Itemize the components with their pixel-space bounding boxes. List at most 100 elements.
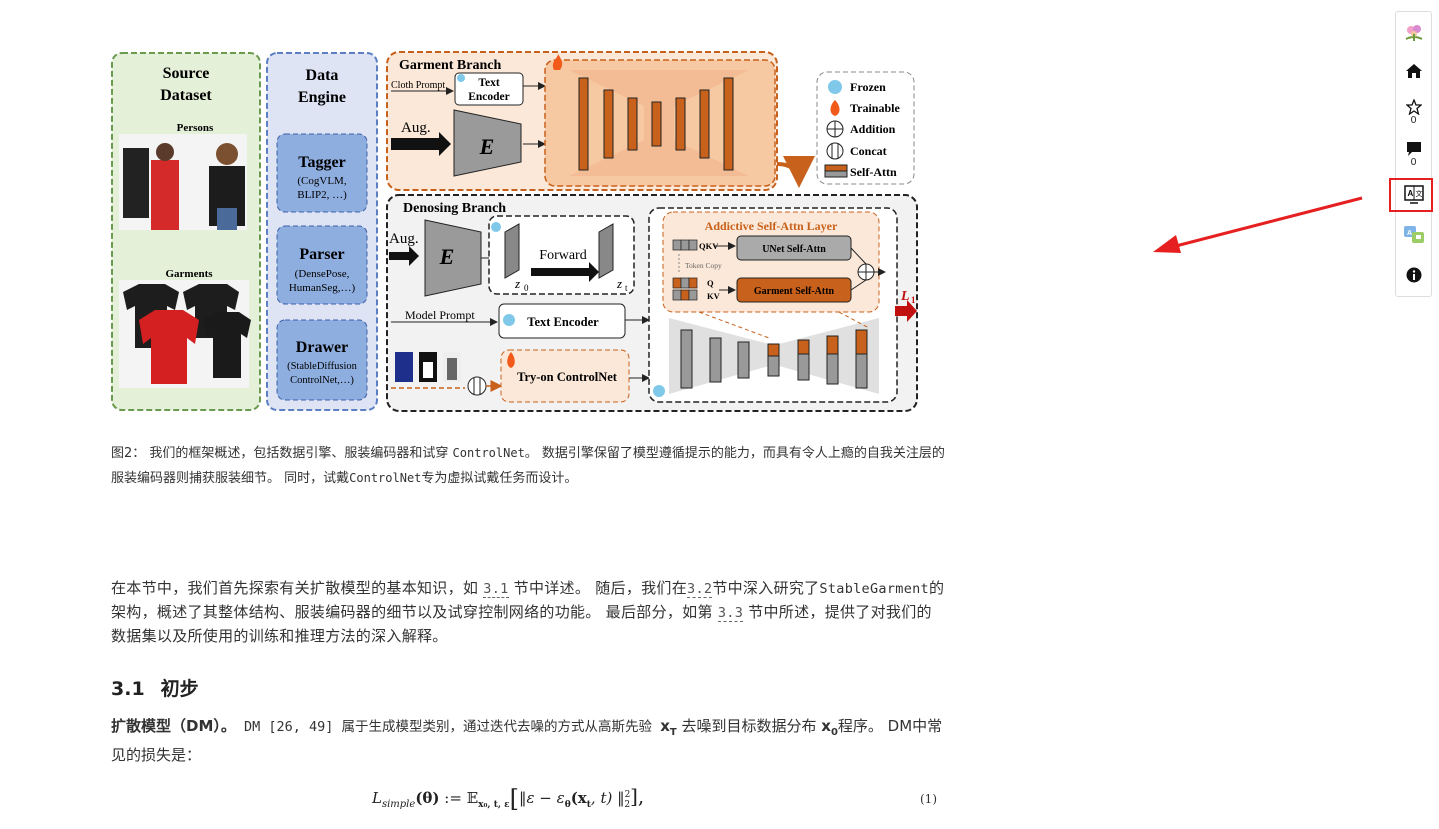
drawer-line2: ControlNet,…) (290, 375, 354, 386)
legend-addition: Addition (850, 122, 896, 136)
z0-sub: 0 (524, 283, 529, 293)
source-title-2: Dataset (160, 87, 212, 104)
eq-expectation: 𝔼 (467, 789, 478, 807)
q-label: Q (707, 278, 714, 288)
logo-button[interactable] (1396, 16, 1431, 50)
intro-text-1: 在本节中，我们首先探索有关扩散模型的基本知识，如 (111, 579, 483, 597)
framework-figure: Source Dataset Persons Garments Data Eng… (109, 48, 921, 416)
legend-trainable: Trainable (850, 101, 900, 115)
intro-paragraph: 在本节中，我们首先探索有关扩散模型的基本知识，如 3.1 节中详述。 随后，我们… (111, 577, 946, 648)
eq-args: (x (571, 789, 587, 807)
loss-label: L (900, 289, 910, 304)
eq-lhs: L (372, 789, 382, 807)
eq-end: ], (630, 784, 644, 808)
garment-branch-title: Garment Branch (399, 58, 501, 73)
cloth-prompt-label: Cloth Prompt (391, 80, 445, 91)
translate-button[interactable]: A (1396, 220, 1431, 250)
garments-label: Garments (165, 268, 213, 280)
eq-args2: , t) ‖ (591, 789, 625, 807)
annotation-arrow (1150, 195, 1365, 255)
ref-section-3-1[interactable]: 3.1 (483, 581, 508, 598)
home-icon (1405, 63, 1423, 79)
ref-section-3-2[interactable]: 3.2 (687, 581, 712, 598)
comment-count: 0 (1410, 157, 1416, 168)
source-title-1: Source (163, 65, 210, 82)
attn-layer-title: Addictive Self-Attn Layer (705, 219, 838, 233)
home-button[interactable] (1396, 56, 1431, 86)
zt-label: z (616, 276, 622, 291)
garment-attn-label: Garment Self-Attn (754, 286, 835, 297)
persons-label: Persons (177, 122, 214, 134)
prelim-text-1: DM [26, 49] 属于生成模型类别，通过迭代去噪的方式从高斯先验 (236, 719, 660, 735)
info-button[interactable] (1396, 260, 1431, 290)
comment-button[interactable]: 0 (1396, 136, 1431, 172)
eq-expectation-sub: x₀, t, ε (478, 800, 509, 810)
caption-code-1: ControlNet (453, 446, 525, 460)
prelim-text-2: 去噪到目标数据分布 (677, 717, 822, 735)
tagger-name: Tagger (298, 154, 345, 171)
eq-lhs-sub: simple (382, 799, 415, 810)
legend-concat: Concat (850, 144, 887, 158)
intro-code: StableGarment (819, 581, 929, 597)
translate-icon: A (1403, 225, 1425, 245)
math-xT-sub: T (670, 727, 677, 738)
flower-logo-icon (1403, 21, 1425, 45)
parser-line2: HumanSeg,…) (289, 282, 356, 294)
drawer-line1: (StableDiffusion (287, 361, 358, 372)
garment-encoder-label: E (479, 134, 495, 159)
figure-caption: 图2： 我们的框架概述，包括数据引擎、服装编码器和试穿 ControlNet。 … (111, 441, 946, 491)
loss-sub: 1 (911, 295, 916, 305)
intro-text-2: 节中详述。 随后，我们在 (509, 579, 687, 597)
drawer-name: Drawer (296, 339, 348, 356)
math-xT: x (660, 717, 670, 735)
math-x0: x (821, 717, 831, 735)
kv-label: KV (707, 291, 721, 301)
model-prompt-label: Model Prompt (405, 308, 475, 322)
persons-photos (119, 134, 247, 230)
pose-thumbnails (395, 352, 461, 382)
token-copy-label: Token Copy (685, 261, 722, 270)
intro-text-3: 节中深入研究了 (712, 579, 819, 597)
math-x0-sub: 0 (831, 727, 838, 738)
equation-1: Lsimple(θ) := 𝔼x₀, t, ε[‖ε − εθ(xt, t) ‖… (372, 784, 644, 813)
denoise-text-encoder: Text Encoder (527, 315, 599, 329)
ref-section-3-3[interactable]: 3.3 (718, 605, 743, 622)
comment-icon (1406, 141, 1422, 157)
garment-text-enc-1: Text (478, 77, 499, 89)
garment-aug-label: Aug. (401, 120, 431, 136)
legend-frozen: Frozen (850, 80, 886, 94)
star-button[interactable]: 0 (1396, 94, 1431, 130)
forward-label: Forward (539, 248, 586, 263)
info-icon (1406, 267, 1422, 283)
eq-theta: (θ) (415, 789, 439, 807)
parser-line1: (DensePose, (295, 268, 350, 280)
z0-label: z (514, 276, 520, 291)
tagger-line2: BLIP2, …) (297, 189, 347, 201)
svg-text:A: A (1407, 230, 1412, 237)
section-title: 初步 (161, 678, 199, 700)
garment-text-enc-2: Encoder (468, 91, 510, 103)
tagger-line1: (CogVLM, (297, 175, 346, 187)
legend-self-attn: Self-Attn (850, 165, 897, 179)
denoise-aug-label: Aug. (389, 231, 419, 247)
equation-number: (1) (920, 792, 937, 806)
tryon-controlnet-label: Try-on ControlNet (517, 370, 618, 384)
prelim-bold: 扩散模型（DM）。 (111, 717, 236, 735)
caption-text-3: 专为虚拟试戴任务而设计。 (421, 471, 577, 486)
caption-code-2: ControlNet (349, 471, 421, 485)
star-count: 0 (1410, 115, 1416, 126)
denoising-title: Denosing Branch (403, 201, 506, 216)
prelim-paragraph: 扩散模型（DM）。 DM [26, 49] 属于生成模型类别，通过迭代去噪的方式… (111, 715, 946, 767)
caption-text-1: 图2： 我们的框架概述，包括数据引擎、服装编码器和试穿 (111, 446, 453, 461)
section-number: 3.1 (111, 678, 145, 700)
eq-def: := (440, 789, 467, 807)
parser-name: Parser (299, 246, 344, 263)
section-heading: 3.1 初步 (111, 674, 215, 701)
garments-photos (119, 280, 251, 388)
highlight-box (1389, 178, 1433, 212)
denoise-encoder-label: E (439, 244, 455, 269)
star-icon (1406, 99, 1422, 115)
eq-body: ‖ε − ε (519, 789, 565, 807)
engine-title-1: Data (306, 67, 339, 84)
